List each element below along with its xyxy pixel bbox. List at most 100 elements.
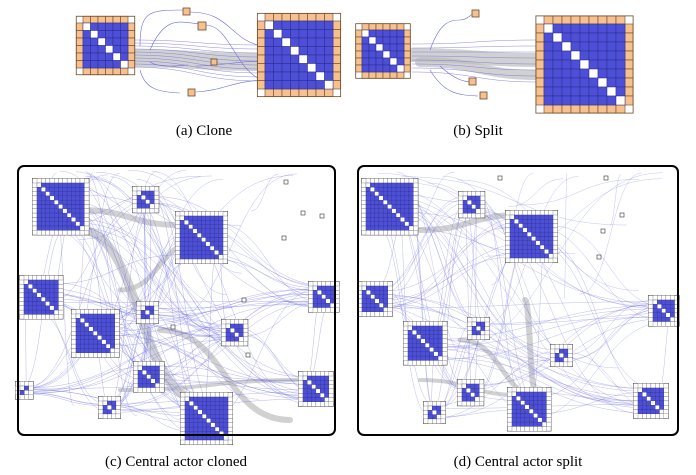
matrix-cell <box>379 285 384 291</box>
matrix-cell <box>75 343 81 349</box>
matrix-cell <box>416 330 422 335</box>
matrix-cell <box>54 187 59 192</box>
matrix-cell <box>197 233 202 238</box>
matrix-cell <box>28 309 33 315</box>
matrix-cell <box>58 191 63 197</box>
matrix-header-cell <box>442 351 448 357</box>
matrix-header-cell <box>120 67 129 76</box>
matrix-header-cell <box>403 29 411 38</box>
matrix-cell <box>197 228 202 234</box>
matrix-cell <box>378 208 384 214</box>
matrix-cell <box>184 233 189 238</box>
matrix-header-cell <box>633 396 639 402</box>
matrix-cell <box>539 232 545 237</box>
matrix-header-cell <box>378 230 384 236</box>
matrix-header-cell <box>403 43 411 52</box>
matrix-cell <box>315 46 325 56</box>
matrix-cell <box>391 195 397 201</box>
matrix-header-cell <box>145 208 151 214</box>
matrix-cell <box>312 290 318 295</box>
matrix-cell <box>112 30 121 39</box>
matrix-border <box>75 15 136 76</box>
matrix-cell <box>531 232 536 237</box>
matrix-header-cell <box>227 418 233 423</box>
matrix-cell <box>520 421 526 427</box>
matrix-cell <box>427 405 433 411</box>
matrix-cell <box>210 409 216 415</box>
matrix-cell <box>137 378 143 384</box>
matrix-header-cell <box>442 334 448 340</box>
matrix-header-cell <box>75 52 84 61</box>
matrix-cell <box>317 303 322 308</box>
matrix-cell <box>315 388 321 394</box>
matrix-cell <box>230 336 235 342</box>
matrix-cell <box>370 200 375 205</box>
matrix-cell <box>535 219 541 224</box>
matrix-cell <box>597 32 608 43</box>
matrix-cell <box>88 348 94 353</box>
matrix-cell <box>559 353 564 358</box>
matrix-header-cell <box>467 213 472 219</box>
matrix-cell <box>563 357 569 363</box>
matrix-cell <box>321 303 327 308</box>
matrix-header-cell <box>58 305 64 311</box>
split-central-matrix <box>458 191 486 219</box>
matrix-cell <box>395 225 401 231</box>
matrix-header-cell <box>403 338 409 344</box>
matrix-header-cell <box>440 410 446 415</box>
matrix-cell <box>416 347 422 352</box>
matrix-cell <box>105 335 111 340</box>
matrix-cell <box>209 250 215 255</box>
matrix-cell <box>554 357 560 363</box>
matrix-header-cell <box>328 388 334 394</box>
matrix-cell <box>321 290 327 295</box>
matrix-cell <box>432 405 437 411</box>
split-central-node-box <box>596 254 602 260</box>
matrix-cell <box>514 240 519 246</box>
matrix-header-cell <box>462 213 468 219</box>
matrix-cell <box>606 59 617 70</box>
matrix-cell <box>516 409 521 414</box>
matrix-cell <box>527 240 532 246</box>
matrix-cell <box>670 299 675 305</box>
cloned-edge <box>69 198 189 399</box>
matrix-cell <box>509 219 515 224</box>
matrix-cell <box>579 77 590 88</box>
matrix-cell <box>97 318 102 323</box>
matrix-cell <box>49 301 55 306</box>
matrix-cell <box>32 288 38 294</box>
matrix-cell <box>522 240 528 246</box>
matrix-cell <box>387 182 392 188</box>
matrix-header-cell <box>466 401 471 407</box>
matrix-header-cell <box>214 211 219 217</box>
matrix-cell <box>670 312 675 318</box>
matrix-cell <box>544 223 549 229</box>
matrix-cell <box>136 203 142 209</box>
matrix-cell <box>189 414 194 419</box>
matrix-cell <box>554 348 560 354</box>
matrix-cell <box>41 305 46 311</box>
matrix-cell <box>49 204 55 209</box>
matrix-header-cell <box>133 383 139 388</box>
matrix-cell <box>520 417 526 423</box>
matrix-cell <box>197 405 203 411</box>
matrix-cell <box>657 299 662 305</box>
matrix-cell <box>391 204 397 209</box>
matrix-header-cell <box>535 50 545 61</box>
matrix-cell <box>404 225 410 231</box>
matrix-header-cell <box>378 178 384 184</box>
matrix-cell <box>197 250 202 255</box>
matrix-cell <box>391 191 397 197</box>
matrix-cell <box>383 204 388 209</box>
matrix-cell <box>136 195 142 200</box>
matrix-header-cell <box>366 281 371 287</box>
matrix-cell <box>179 215 185 221</box>
matrix-cell <box>661 308 667 314</box>
matrix-cell <box>642 392 647 397</box>
matrix-header-cell <box>535 32 545 43</box>
matrix-cell <box>389 64 398 73</box>
matrix-cell <box>201 224 206 230</box>
matrix-cell <box>361 29 370 38</box>
matrix-cell <box>290 71 300 81</box>
panel-c-frame <box>17 165 336 436</box>
